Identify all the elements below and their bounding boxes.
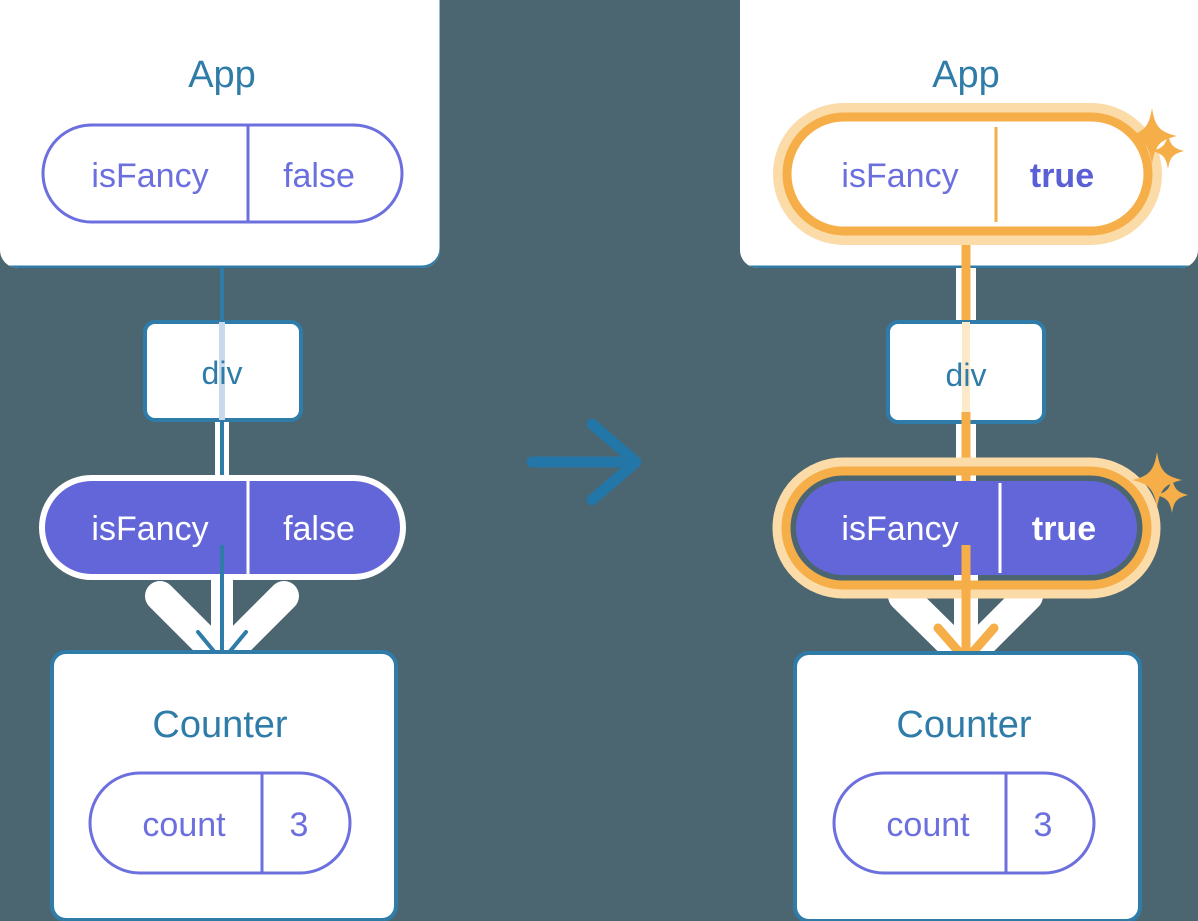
passed-prop-pill-after bbox=[796, 481, 1137, 575]
div-box-label-before: div bbox=[202, 355, 243, 391]
div-box-label-after: div bbox=[946, 357, 987, 393]
counter-prop-name-before: count bbox=[142, 806, 226, 844]
app-prop-name-before: isFancy bbox=[91, 157, 208, 195]
passed-prop-name-before: isFancy bbox=[91, 510, 208, 548]
sparkle-small-icon-app-after bbox=[1152, 133, 1184, 169]
app-prop-name-after: isFancy bbox=[841, 157, 958, 195]
counter-prop-name-after: count bbox=[886, 806, 970, 844]
passed-prop-value-after: true bbox=[1032, 510, 1096, 548]
app-prop-value-before: false bbox=[283, 157, 355, 195]
app-prop-value-after: true bbox=[1030, 157, 1094, 195]
passed-prop-value-before: false bbox=[283, 510, 355, 548]
transition-arrow bbox=[526, 418, 642, 506]
counter-prop-value-before: 3 bbox=[290, 806, 309, 844]
app-box-title-before: App bbox=[188, 54, 256, 96]
panel-after: App isFancy true div isFancy true bbox=[740, 0, 1198, 921]
counter-prop-value-after: 3 bbox=[1034, 806, 1053, 844]
counter-prop-pill-before bbox=[88, 771, 352, 875]
counter-box-title-before: Counter bbox=[152, 704, 288, 746]
app-box-title-after: App bbox=[932, 54, 1000, 96]
app-prop-pill-glow-after bbox=[773, 103, 1162, 245]
panel-before: App isFancy false div isFancy false Coun… bbox=[0, 0, 440, 921]
sparkle-large-icon-prop-after bbox=[1132, 452, 1182, 508]
sparkle-large-icon-app-after bbox=[1127, 108, 1177, 164]
sparkle-small-icon-prop-after bbox=[1156, 477, 1188, 513]
counter-box-title-after: Counter bbox=[896, 704, 1032, 746]
counter-prop-pill-after bbox=[832, 771, 1096, 875]
app-prop-pill-ring-after bbox=[782, 112, 1153, 236]
app-prop-pill-before bbox=[41, 123, 404, 224]
passed-prop-name-after: isFancy bbox=[841, 510, 958, 548]
